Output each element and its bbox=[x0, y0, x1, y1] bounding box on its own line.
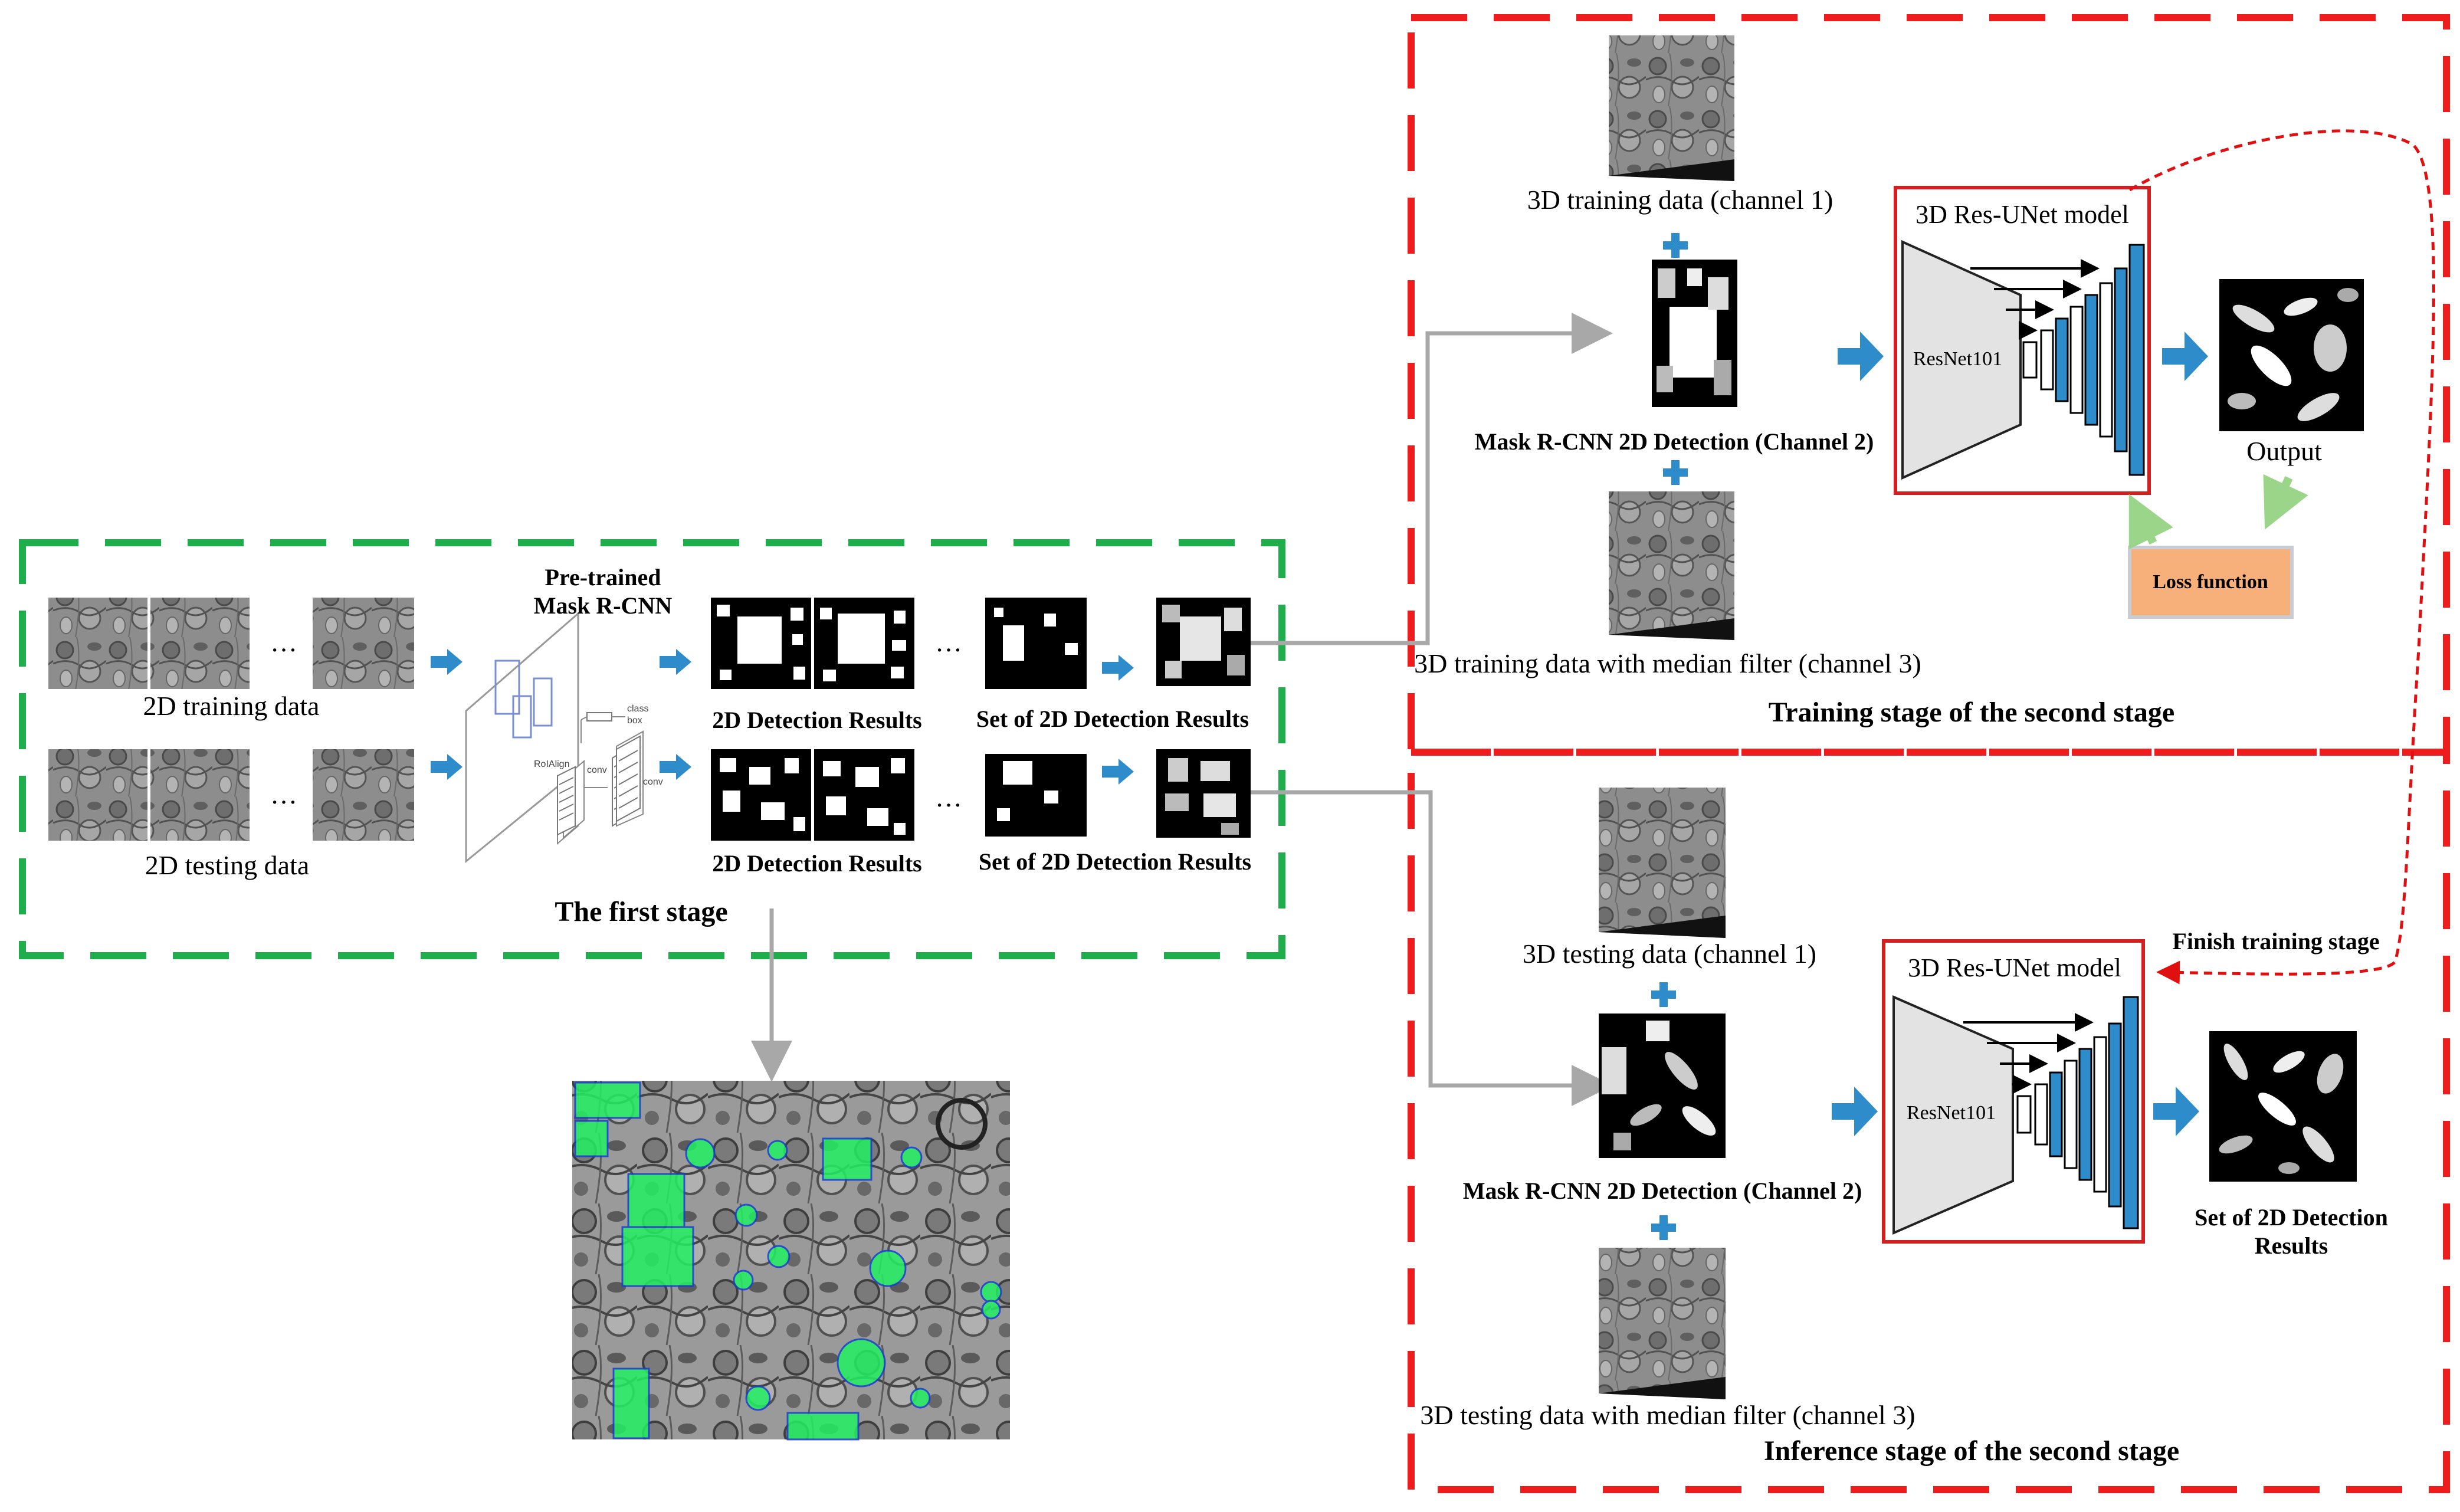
gray-connectors bbox=[751, 313, 1613, 1106]
infer-arrow-to-output bbox=[2153, 1087, 2199, 1136]
class-label: class bbox=[627, 704, 648, 714]
train-plus-icons bbox=[1663, 233, 1688, 485]
det-ellipsis-train: … bbox=[935, 627, 962, 657]
train-ch3-volume bbox=[1609, 491, 1734, 640]
roialign-label: RoIAlign bbox=[534, 759, 569, 769]
mask-rcnn-architecture-icon: class box RoIAlign conv conv bbox=[465, 611, 663, 864]
infer-plus-icons bbox=[1651, 982, 1676, 1240]
finish-training-label: Finish training stage bbox=[2172, 928, 2380, 955]
infer-ch1-label: 3D testing data (channel 1) bbox=[1522, 939, 1817, 969]
infer-ch3-volume bbox=[1599, 1248, 1726, 1399]
infer-output-image bbox=[2209, 1031, 2357, 1182]
train-ch2-volume bbox=[1652, 260, 1737, 407]
infer-output-label-line1: Set of 2D Detection bbox=[2195, 1204, 2388, 1231]
train-ellipsis: … bbox=[270, 627, 297, 657]
train-unet-graphic bbox=[1901, 240, 2145, 480]
infer-ch3-label: 3D testing data with median filter (chan… bbox=[1420, 1400, 1915, 1430]
first-stage-title: The first stage bbox=[555, 896, 728, 927]
inference-stage-title: Inference stage of the second stage bbox=[1763, 1435, 2180, 1467]
infer-unet-graphic bbox=[1892, 995, 2139, 1235]
infer-ch2-volume bbox=[1599, 1014, 1726, 1158]
conv2-label: conv bbox=[643, 777, 663, 787]
test-data-label: 2D testing data bbox=[145, 850, 310, 880]
train-ch1-volume bbox=[1609, 35, 1734, 181]
feedback-dashed-arrow bbox=[2128, 129, 2435, 985]
set-results-test bbox=[985, 749, 1251, 838]
train-ch1-label: 3D training data (channel 1) bbox=[1527, 185, 1833, 215]
train-output-image bbox=[2219, 279, 2364, 431]
detection-results-test-label: 2D Detection Results bbox=[712, 850, 922, 877]
train-ch3-label: 3D training data with median filter (cha… bbox=[1414, 648, 1921, 678]
pretrained-label-line2: Mask R-CNN bbox=[533, 592, 673, 619]
training-stage-title: Training stage of the second stage bbox=[1768, 697, 2175, 728]
infer-ch1-volume bbox=[1599, 788, 1726, 938]
train-ch2-label: Mask R-CNN 2D Detection (Channel 2) bbox=[1474, 428, 1874, 455]
detection-results-train bbox=[711, 598, 914, 689]
infer-ch2-label: Mask R-CNN 2D Detection (Channel 2) bbox=[1462, 1178, 1862, 1204]
infer-output-label-line2: Results bbox=[2254, 1232, 2328, 1259]
blue-arrows-first-stage bbox=[431, 649, 1134, 785]
train-arrow-to-model bbox=[1838, 332, 1884, 381]
detection-results-train-label: 2D Detection Results bbox=[712, 707, 922, 733]
set-results-train bbox=[985, 598, 1251, 689]
loss-function-box bbox=[2128, 546, 2294, 619]
set-results-test-label: Set of 2D Detection Results bbox=[978, 848, 1252, 875]
test-input-images bbox=[48, 749, 414, 841]
train-output-label: Output bbox=[2246, 436, 2322, 466]
infer-model-title: 3D Res-UNet model bbox=[1908, 953, 2121, 982]
conv1-label: conv bbox=[587, 765, 607, 775]
set-results-train-label: Set of 2D Detection Results bbox=[976, 706, 1249, 732]
det-ellipsis-test: … bbox=[935, 782, 962, 812]
loss-arrows bbox=[2128, 474, 2308, 550]
first-stage-frame bbox=[19, 539, 1285, 959]
overlay-result-image bbox=[572, 1081, 1010, 1441]
pretrained-label-line1: Pre-trained bbox=[545, 564, 661, 591]
box-label: box bbox=[627, 716, 642, 726]
train-arrow-to-output bbox=[2162, 332, 2208, 381]
detection-results-test bbox=[711, 749, 914, 841]
training-stage-frame bbox=[1408, 14, 2450, 756]
infer-encoder-label: ResNet101 bbox=[1907, 1102, 1996, 1124]
train-encoder-label: ResNet101 bbox=[1913, 348, 2003, 370]
train-model-title: 3D Res-UNet model bbox=[1915, 200, 2129, 229]
inference-stage-frame bbox=[1408, 749, 2450, 1493]
train-data-label: 2D training data bbox=[143, 691, 320, 721]
loss-function-label: Loss function bbox=[2153, 571, 2268, 593]
test-ellipsis: … bbox=[270, 779, 297, 809]
infer-arrow-to-model bbox=[1832, 1087, 1878, 1136]
train-input-images bbox=[48, 598, 414, 689]
